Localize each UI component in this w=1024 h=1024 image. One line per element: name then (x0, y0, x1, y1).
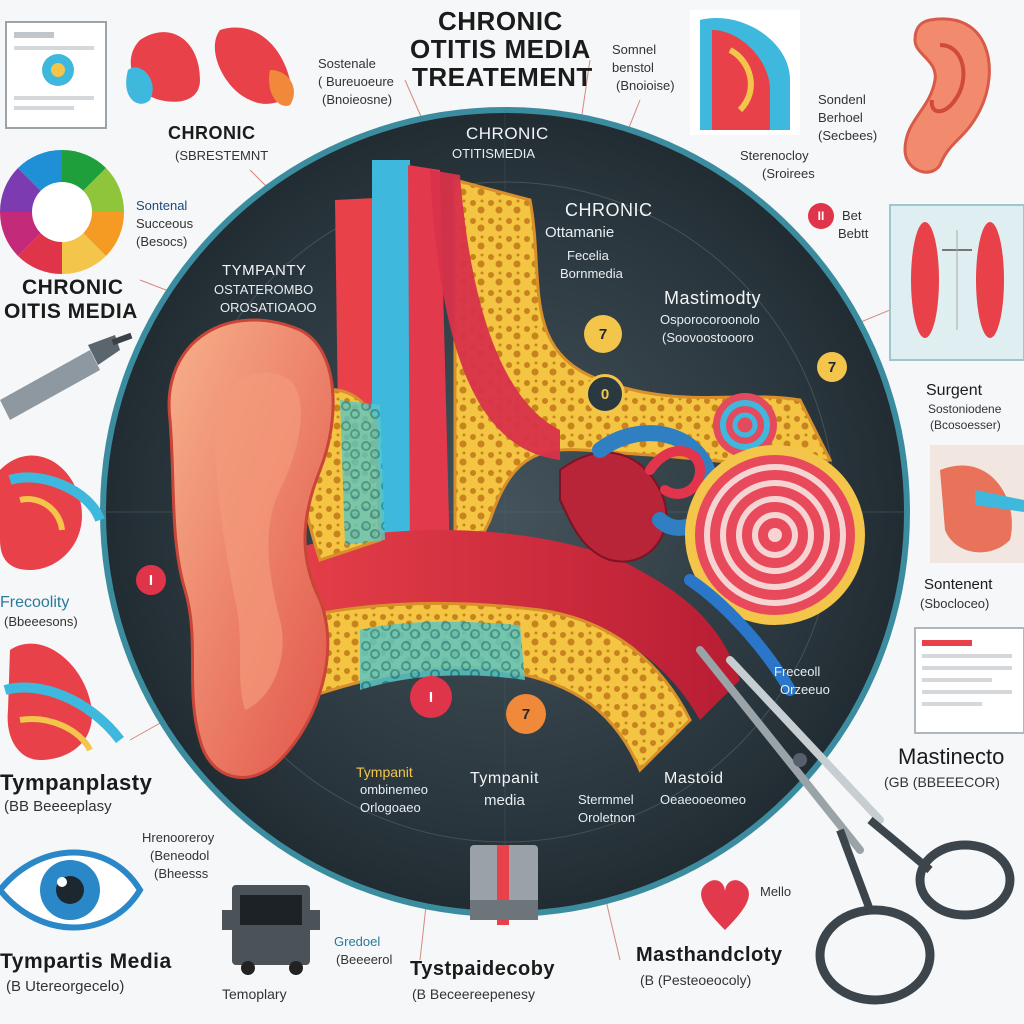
label-stenodoly-1: Sterenocloy (740, 148, 809, 163)
label-top-right-3: (Bnoioise) (616, 78, 675, 93)
inner-freceocl-2: Orzeeuo (780, 682, 830, 697)
label-chronic-sub: (SBRESTEMNT (175, 148, 269, 163)
ear-icon (903, 17, 991, 174)
label-chronic: CHRONIC (168, 123, 256, 143)
label-sontenent-2: (Sbocloceo) (920, 596, 990, 611)
inner-mastimodty-1: Mastimodty (664, 288, 762, 308)
ear-closeup-icon (930, 445, 1024, 563)
document-icon (5, 21, 107, 129)
inner-mastoid-2: Oeaeooeomeo (660, 792, 747, 807)
inner-tympanty-3: OROSATIOAOO (220, 300, 317, 315)
ear-section-icon-upper (0, 455, 105, 570)
inner-chronic-mid-3: Fecelia (567, 248, 609, 263)
label-heart: Mello (760, 884, 792, 899)
label-tympanplasty-2: (BB Beeeeplasy (4, 798, 112, 815)
label-mastinecto-2: (GB (BBEEECOR) (884, 774, 1000, 790)
label-surgent-1: Surgent (926, 382, 983, 399)
inner-mastoid-1: Mastoid (664, 770, 724, 787)
label-tympanplasty-1: Tympanplasty (0, 770, 153, 795)
color-wheel-icon (0, 149, 125, 275)
label-top-center-1: Sostenale (318, 56, 376, 71)
inner-freceocl-1: Freceoll (774, 664, 821, 679)
step-badge-2: 0 (585, 374, 625, 414)
label-hornelony-3: (Bheesss (154, 866, 209, 881)
implant-panel-icon (889, 204, 1024, 361)
label-surgent-2: Sostoniodene (928, 402, 1002, 416)
inner-tympani-2: ombinemeo (360, 782, 428, 797)
inner-chronic-mid-2: Ottamanie (545, 224, 615, 241)
label-gredoel-1: Gredoel (334, 934, 381, 949)
label-sontenent-1: Sontenent (924, 576, 993, 593)
label-hornelony-2: (Beneodol (150, 848, 210, 863)
title-line-2: OTITIS MEDIA (410, 34, 591, 64)
step-badge-3: 7 (817, 352, 847, 382)
report-document-icon (914, 627, 1024, 734)
label-tystpaide-2: (B Beceereepenesy (412, 986, 535, 1002)
label-top-center-2: ( Bureuoeure (318, 74, 394, 89)
title-line-3: TREATEMENT (412, 62, 593, 92)
eye-icon (0, 849, 144, 931)
inner-mastimodty-2: Osporocoroonolo (660, 312, 760, 327)
inner-tympani-1: Tympanit (356, 764, 413, 780)
label-wheel-3: (Besocs) (136, 234, 188, 249)
anatomy-cross-section-icon (690, 10, 800, 135)
heart-icon (701, 880, 749, 930)
inner-chronic-top-1: CHRONIC (466, 124, 549, 143)
inner-mastimodty-3: (Soovoostoooro (662, 330, 754, 345)
label-temoplary: Temoplary (222, 986, 287, 1002)
inner-tympanit-media-2: media (484, 792, 525, 809)
label-chronic-otitis-1: CHRONIC (22, 276, 124, 299)
scissors-icon (696, 646, 1015, 1005)
label-hornelony-1: Hrenooreroy (142, 830, 215, 845)
label-mastinecto-1: Mastinecto (898, 744, 1005, 769)
inner-tympanit-media-1: Tympanit (470, 770, 539, 787)
otoscope-icon (0, 332, 133, 420)
label-top-right-1: Somnel (612, 42, 657, 57)
step-badge-1: 7 (584, 315, 622, 353)
truck-icon (222, 885, 320, 975)
label-tystpaide-1: Tystpaidecoby (410, 958, 556, 980)
label-mastaride-1: Masthandcloty (636, 944, 783, 966)
inner-chronic-mid-4: Bornmedia (560, 266, 623, 281)
label-bet-1: Bet (842, 208, 862, 223)
step-badge-5: 7 (506, 694, 546, 734)
label-chronic-otitis-2: OITIS MEDIA (4, 300, 138, 323)
label-gredoel-2: (Beeeerol (336, 952, 393, 967)
step-badge-6: I (410, 676, 452, 718)
ear-section-icon-lower (3, 643, 124, 760)
label-mastaride-2: (B (Pesteoeocoly) (640, 972, 752, 988)
label-freceolity-2: (Bbeeesons) (4, 614, 78, 629)
title-line-1: CHRONIC (438, 6, 563, 36)
label-wheel-1: Sontenal (136, 198, 188, 213)
step-badge-4: I (136, 565, 166, 595)
label-wheel-2: Succeous (136, 216, 194, 231)
inner-chronic-mid-1: CHRONIC (565, 200, 653, 220)
inner-stermme-2: Oroletnon (578, 810, 636, 825)
label-surgent-3: (Bcosoesser) (930, 418, 1001, 432)
label-tympartis-1: Tympartis Media (0, 950, 172, 973)
label-tympartis-2: (B Utereorgecelo) (6, 978, 125, 995)
label-ear-2: Berhoel (818, 110, 863, 125)
label-freceolity-1: Frecoolity (0, 594, 70, 611)
label-bet-2: Bebtt (838, 226, 869, 241)
inner-tympani-3: Orlogoaeo (360, 800, 421, 815)
label-top-right-2: benstol (612, 60, 654, 75)
lungs-icon (126, 27, 294, 106)
inner-tympanty-1: TYMPANTY (222, 262, 307, 279)
label-top-center-3: (Bnoieosne) (322, 92, 393, 107)
inner-tympanty-2: OSTATEROMBO (214, 282, 314, 297)
label-ear-1: Sondenl (818, 92, 866, 107)
step-badge-7: II (808, 203, 834, 229)
implant-device-icon (470, 845, 538, 925)
label-stenodoly-2: (Sroirees (762, 166, 815, 181)
inner-stermme-1: Stermmel (578, 792, 634, 807)
inner-chronic-top-2: OTITISMEDIA (452, 146, 536, 161)
label-ear-3: (Secbees) (818, 128, 878, 143)
